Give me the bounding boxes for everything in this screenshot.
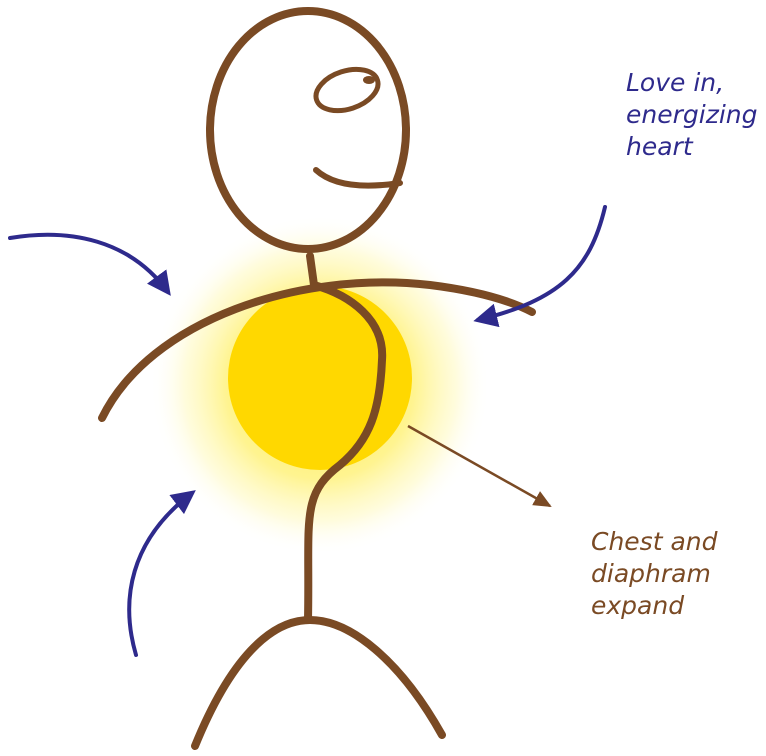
love-in-label: Love in, energizing heart — [626, 67, 757, 163]
love-in-label-line: heart — [626, 131, 757, 163]
smile — [316, 170, 400, 186]
curved-arrow-icon — [129, 493, 192, 655]
love-in-label-line: energizing — [626, 99, 757, 131]
chest-expand-label-line: expand — [591, 590, 718, 622]
head — [210, 11, 406, 249]
neck — [310, 256, 314, 285]
chest-expand-label-line: diaphram — [591, 558, 718, 590]
curved-arrow-icon — [10, 235, 168, 292]
curved-arrow-icon — [478, 207, 605, 320]
chest-expand-label: Chest and diaphram expand — [591, 526, 718, 622]
eye — [311, 62, 384, 118]
pupil — [363, 76, 375, 84]
chest-expand-label-line: Chest and — [591, 526, 718, 558]
love-in-label-line: Love in, — [626, 67, 757, 99]
legs — [195, 620, 442, 746]
